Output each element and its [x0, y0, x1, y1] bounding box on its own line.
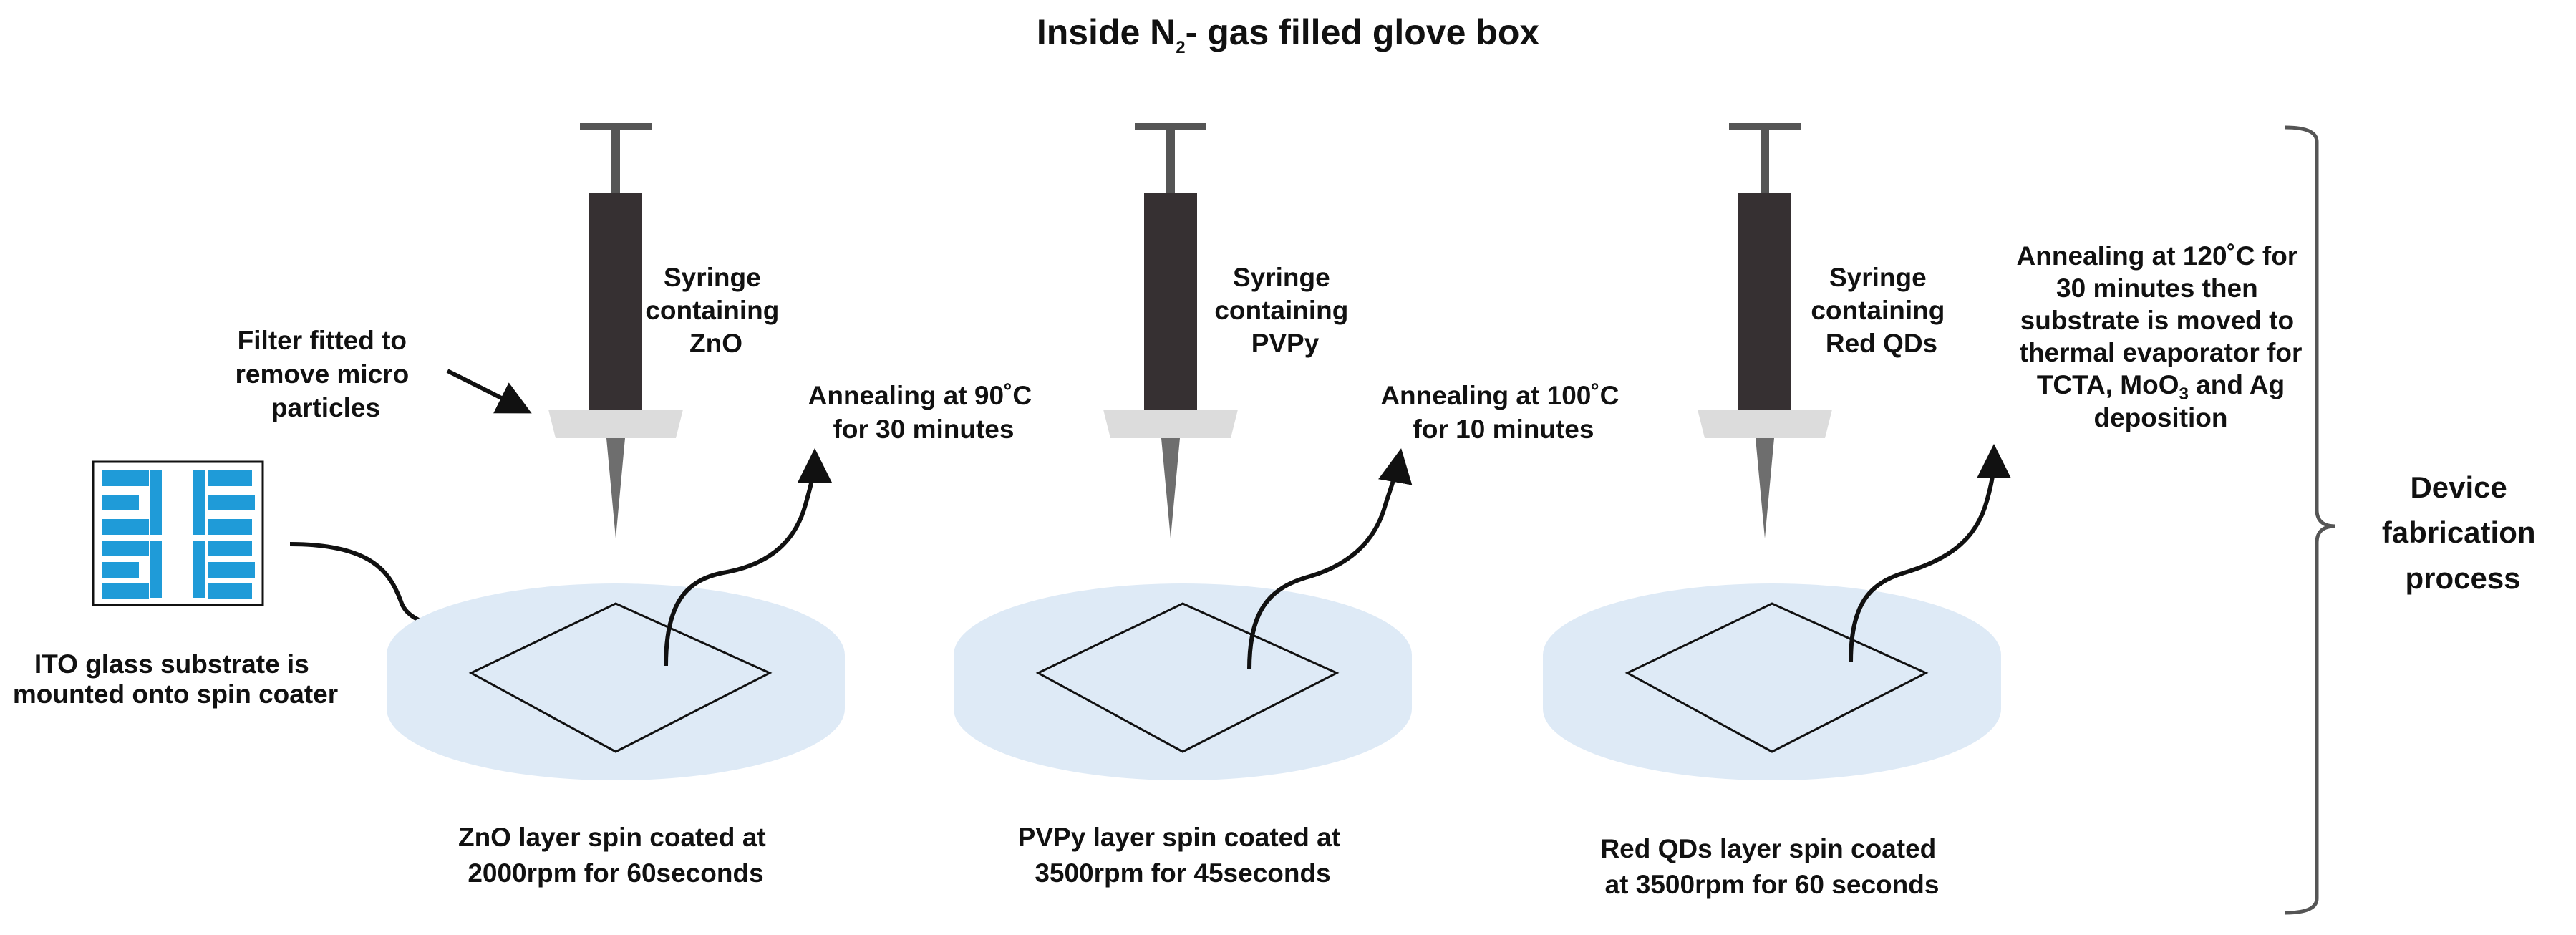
stage-3: Syringe containing Red QDs Annealing at …	[1543, 123, 2305, 899]
syringe-label-zno: Syringe containing ZnO	[645, 263, 786, 358]
electrode-pad	[193, 470, 205, 535]
anneal-arrow-1	[664, 448, 832, 667]
spin-coater-2	[954, 583, 1412, 780]
syringe-filter	[1698, 410, 1832, 438]
spin-coater-3	[1543, 583, 2001, 780]
coat-label-1: ZnO layer spin coated at 2000rpm for 60s…	[458, 823, 773, 888]
coat-label-2: PVPy layer spin coated at 3500rpm for 45…	[1018, 823, 1348, 888]
syringe-needle	[606, 438, 625, 538]
syringe-filter	[1103, 410, 1238, 438]
syringe-filter	[548, 410, 683, 438]
process-bracket	[2285, 125, 2336, 915]
substrate-label: ITO glass substrate is mounted onto spin…	[13, 649, 338, 709]
anneal-label-3-materials: TCTA, MoO3 and Ag	[2037, 370, 2285, 404]
spin-disk-top	[387, 583, 845, 727]
electrode-pad	[150, 470, 162, 535]
electrode-pad	[208, 562, 255, 578]
syringe-barrel	[1144, 193, 1197, 410]
ito-substrate	[92, 460, 264, 606]
filter-label: Filter fitted to remove micro particles	[236, 326, 417, 422]
anneal-label-3: Annealing at 120˚C for 30 minutes then s…	[2017, 241, 2305, 367]
stage-2: Syringe containing PVPy Annealing at 100…	[954, 123, 1626, 888]
substrate-outline	[1624, 602, 1929, 753]
electrode-pad	[150, 541, 162, 598]
electrode-pad	[102, 470, 149, 486]
syringe-label-red-qds: Syringe containing Red QDs	[1811, 263, 1952, 358]
syringe-red-qds	[1698, 123, 1832, 538]
plunger-rod	[1166, 129, 1175, 193]
diagram-title: Inside N2- gas filled glove box	[1037, 12, 1540, 57]
electrode-pad	[193, 541, 205, 598]
electrode-pad	[102, 541, 149, 556]
electrode-pad	[208, 470, 252, 486]
electrode-pad	[102, 519, 149, 535]
spin-disk-top	[1543, 583, 2001, 727]
substrate-outline	[1035, 602, 1340, 753]
anneal-label-3-final: deposition	[2093, 403, 2227, 432]
filter-arrow	[446, 369, 532, 414]
stage-1: Syringe containing ZnO Annealing at 90˚C…	[387, 123, 1040, 888]
plunger-rod	[611, 129, 620, 193]
anneal-label-1: Annealing at 90˚C for 30 minutes	[808, 381, 1040, 444]
plunger-rod	[1761, 129, 1769, 193]
spin-disk-top	[954, 583, 1412, 727]
anneal-arrow-2	[1247, 448, 1413, 670]
electrode-pad	[208, 541, 252, 556]
syringe-zno	[548, 123, 683, 538]
coat-label-3: Red QDs layer spin coated at 3500rpm for…	[1600, 834, 1943, 899]
electrode-pad	[208, 519, 252, 535]
spin-coater-1	[387, 583, 845, 780]
anneal-label-2: Annealing at 100˚C for 10 minutes	[1380, 381, 1626, 444]
syringe-barrel	[1738, 193, 1791, 410]
electrode-pad	[102, 583, 149, 599]
process-label: Device fabrication process	[2382, 470, 2544, 595]
anneal-arrow-3	[1849, 444, 2011, 663]
syringe-label-pvpy: Syringe containing PVPy	[1214, 263, 1355, 358]
electrode-pad	[102, 495, 139, 510]
electrode-pad	[208, 495, 255, 510]
plunger-handle	[1135, 123, 1206, 130]
syringe-needle	[1756, 438, 1774, 538]
electrode-pad	[102, 562, 139, 578]
plunger-handle	[580, 123, 652, 130]
plunger-handle	[1729, 123, 1801, 130]
syringe-pvpy	[1103, 123, 1238, 538]
syringe-needle	[1161, 438, 1180, 538]
syringe-barrel	[589, 193, 642, 410]
electrode-pad	[208, 583, 252, 599]
substrate-outline	[468, 602, 773, 753]
